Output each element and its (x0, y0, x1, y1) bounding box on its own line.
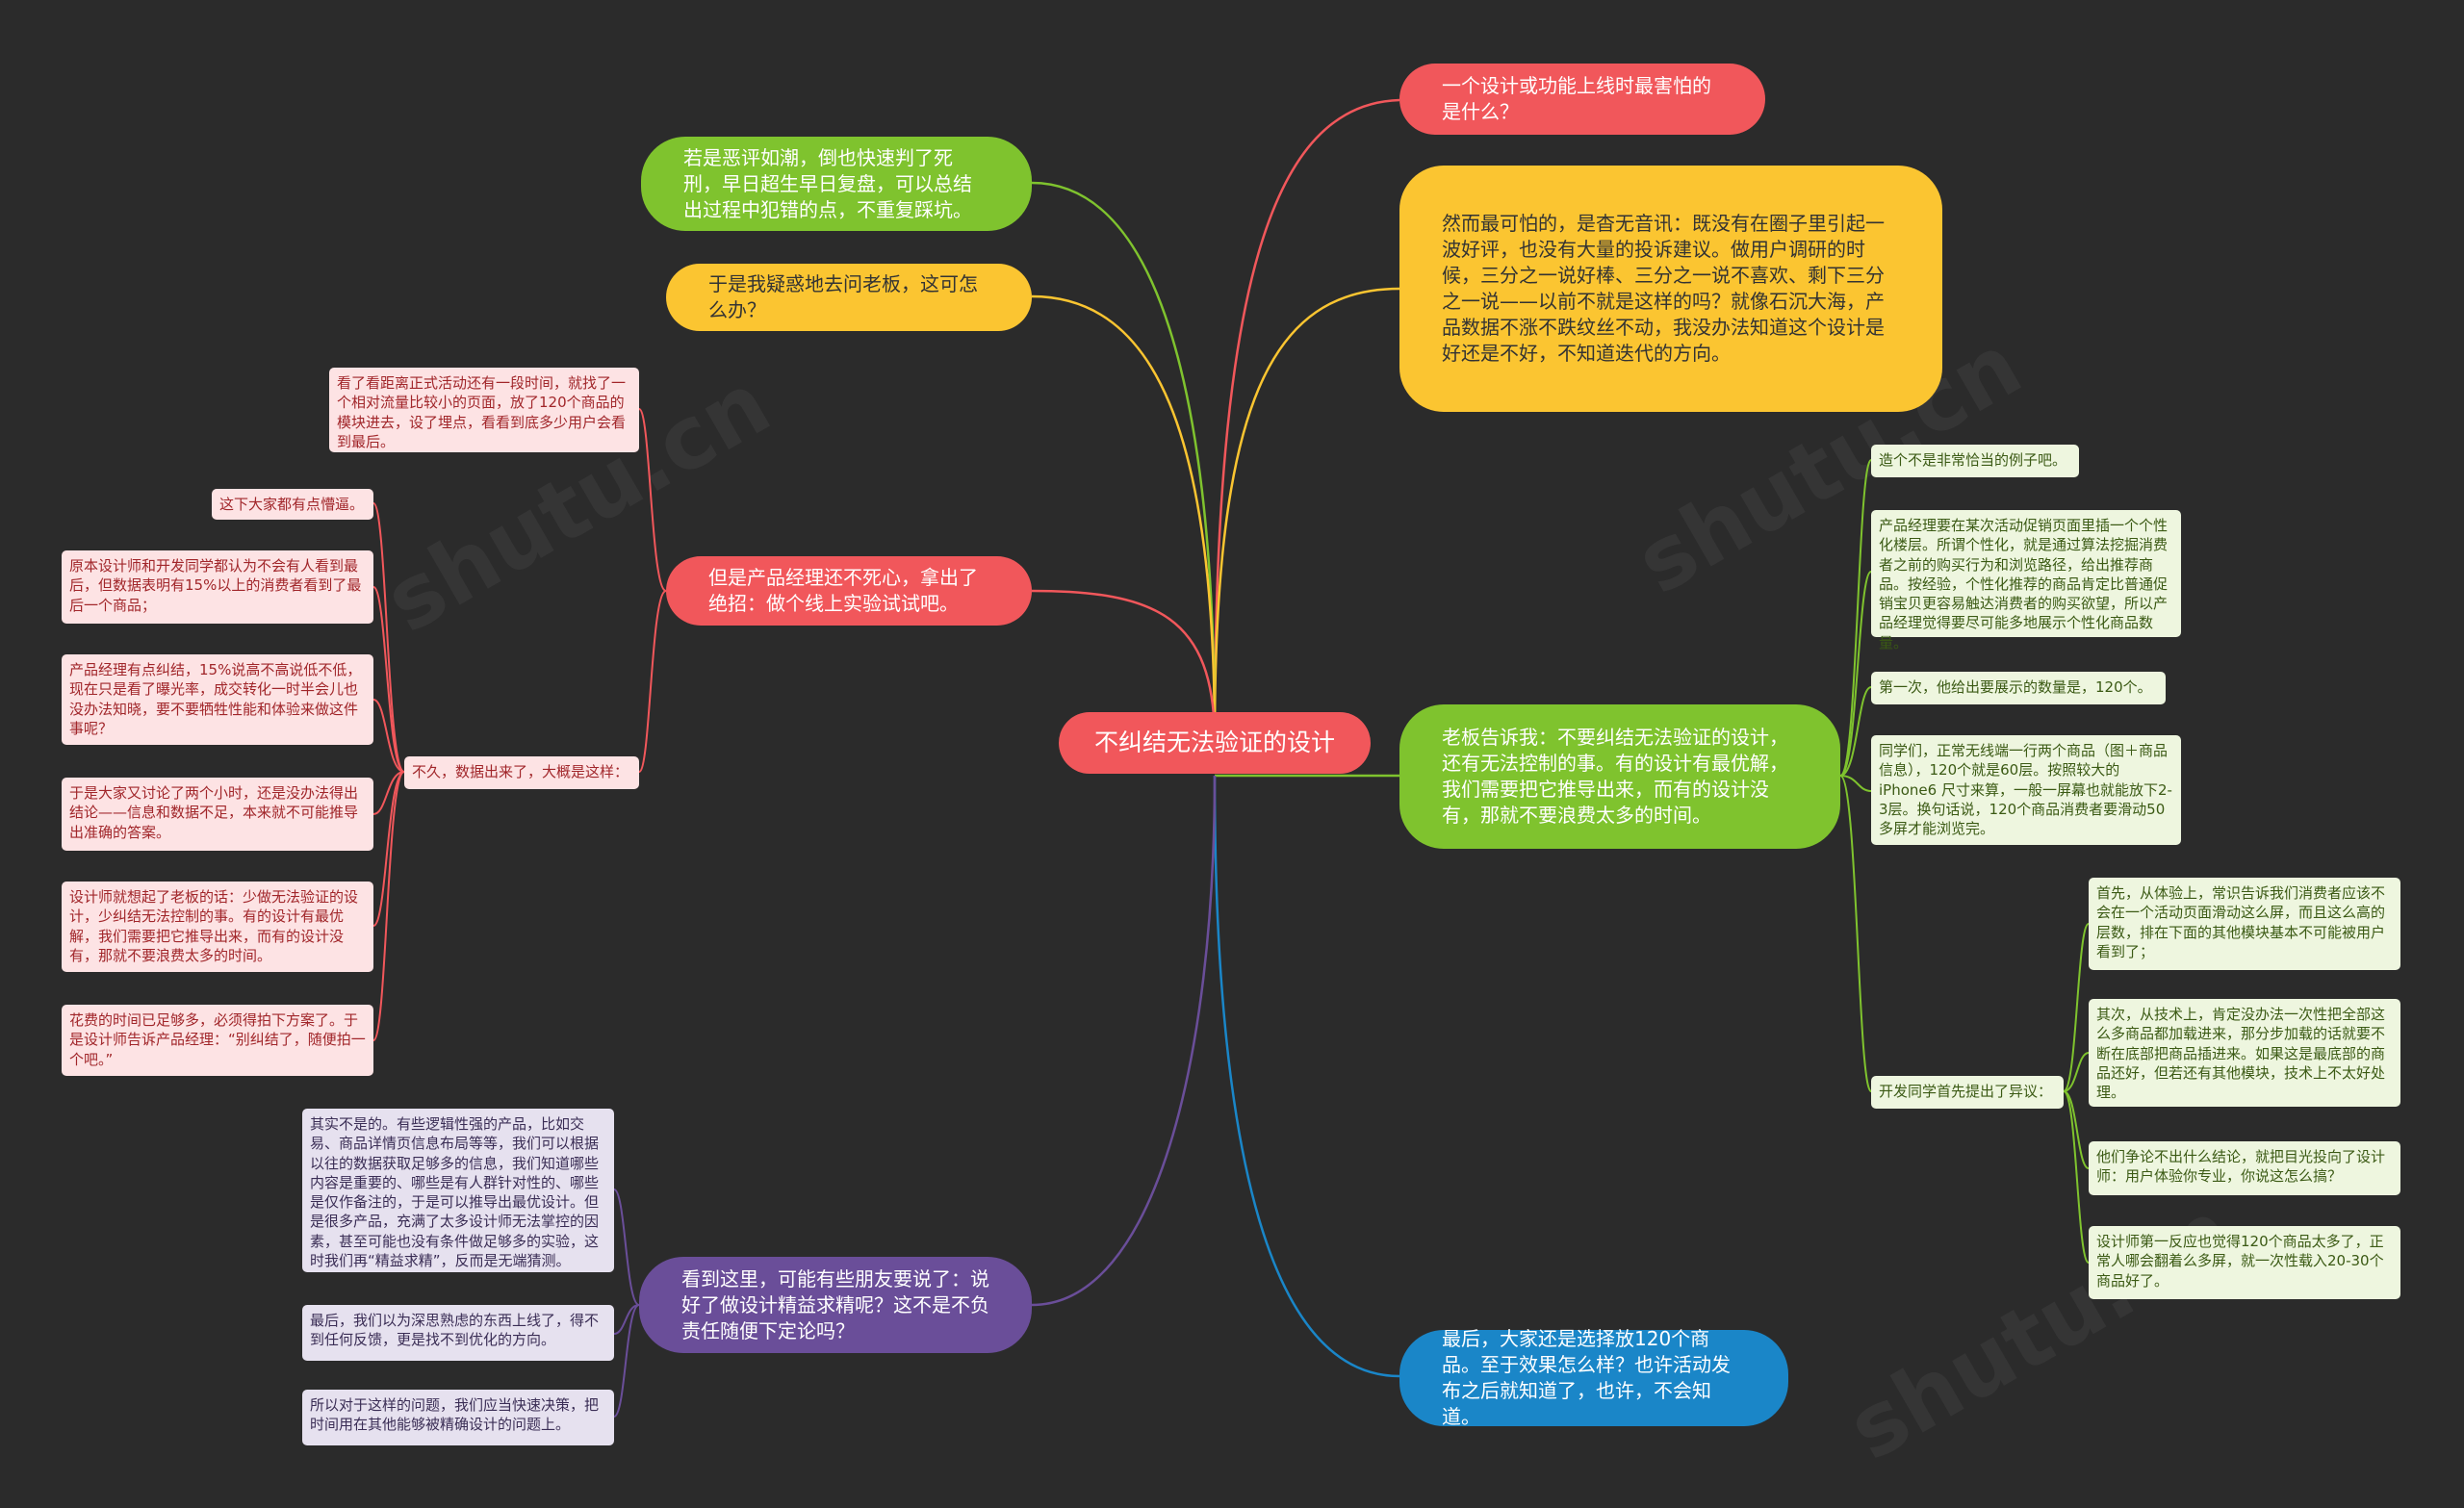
leaf-no-feedback[interactable]: 最后，我们以为深思熟虑的东西上线了，得不到任何反馈，更是找不到优化的方向。 (302, 1305, 614, 1361)
branch-final-choice[interactable]: 最后，大家还是选择放120个商品。至于效果怎么样？也许活动发布之后就知道了，也许… (1399, 1327, 1788, 1428)
leaf-15-percent[interactable]: 原本设计师和开发同学都认为不会有人看到最后，但数据表明有15%以上的消费者看到了… (62, 550, 373, 624)
leaf-tech-concern[interactable]: 其次，从技术上，肯定没办法一次性把全部这么多商品都加载进来，那分步加载的话就要不… (2089, 999, 2400, 1107)
leaf-data-result[interactable]: 不久，数据出来了，大概是这样： (404, 756, 639, 789)
branch-ask-boss[interactable]: 于是我疑惑地去问老板，这可怎么办？ (666, 264, 1032, 331)
leaf-ask-designer[interactable]: 他们争论不出什么结论，就把目光投向了设计师：用户体验你专业，你说这怎么搞？ (2089, 1141, 2400, 1195)
leaf-boss-words[interactable]: 设计师就想起了老板的话：少做无法验证的设计，少纠结无法控制的事。有的设计有最优解… (62, 882, 373, 972)
leaf-setup-experiment[interactable]: 看了看距离正式活动还有一段时间，就找了一个相对流量比较小的页面，放了120个商品… (329, 368, 639, 452)
leaf-designer-reaction[interactable]: 设计师第一反应也觉得120个商品太多了，正常人哪会翻着么多屏，就一次性载入20-… (2089, 1226, 2400, 1299)
leaf-pm-personalization[interactable]: 产品经理要在某次活动促销页面里插一个个性化楼层。所谓个性化，就是通过算法挖掘消费… (1871, 510, 2181, 652)
leaf-confused[interactable]: 这下大家都有点懵逼。 (212, 489, 373, 520)
leaf-just-pick[interactable]: 花费的时间已足够多，必须得拍下方案了。于是设计师告诉产品经理：“别纠结了，随便拍… (62, 1005, 373, 1076)
leaf-no-conclusion[interactable]: 于是大家又讨论了两个小时，还是没办法得出结论——信息和数据不足，本来就不可能推导… (62, 778, 373, 851)
leaf-pm-dilemma[interactable]: 产品经理有点纠结，15%说高不高说低不低，现在只是看了曝光率，成交转化一时半会儿… (62, 654, 373, 745)
branch-objection[interactable]: 看到这里，可能有些朋友要说了：说好了做设计精益求精呢？这不是不负责任随便下定论吗… (639, 1257, 1032, 1353)
leaf-example-intro[interactable]: 造个不是非常恰当的例子吧。 (1871, 445, 2079, 477)
leaf-ux-concern[interactable]: 首先，从体验上，常识告诉我们消费者应该不会在一个活动页面滑动这么屏，而且这么高的… (2089, 878, 2400, 970)
leaf-screen-math[interactable]: 同学们，正常无线端一行两个商品（图＋商品信息），120个就是60层。按照较大的 … (1871, 735, 2181, 845)
branch-silence-worst[interactable]: 然而最可怕的，是杳无音讯：既没有在圈子里引起一波好评，也没有大量的投诉建议。做用… (1399, 166, 1942, 412)
branch-boss-advice[interactable]: 老板告诉我：不要纠结无法验证的设计，还有无法控制的事。有的设计有最优解，我们需要… (1399, 704, 1840, 849)
leaf-not-so[interactable]: 其实不是的。有些逻辑性强的产品，比如交易、商品详情页信息布局等等，我们可以根据以… (302, 1109, 614, 1272)
branch-fear-question[interactable]: 一个设计或功能上线时最害怕的是什么？ (1399, 64, 1765, 135)
leaf-decide-fast[interactable]: 所以对于这样的问题，我们应当快速决策，把时间用在其他能够被精确设计的问题上。 (302, 1390, 614, 1445)
leaf-dev-objection[interactable]: 开发同学首先提出了异议： (1871, 1076, 2064, 1109)
branch-bad-reviews[interactable]: 若是恶评如潮，倒也快速判了死刑，早日超生早日复盘，可以总结出过程中犯错的点，不重… (641, 137, 1032, 231)
central-topic[interactable]: 不纠结无法验证的设计 (1059, 712, 1371, 774)
branch-pm-experiment[interactable]: 但是产品经理还不死心，拿出了绝招：做个线上实验试试吧。 (666, 556, 1032, 626)
leaf-first-count[interactable]: 第一次，他给出要展示的数量是，120个。 (1871, 672, 2166, 704)
